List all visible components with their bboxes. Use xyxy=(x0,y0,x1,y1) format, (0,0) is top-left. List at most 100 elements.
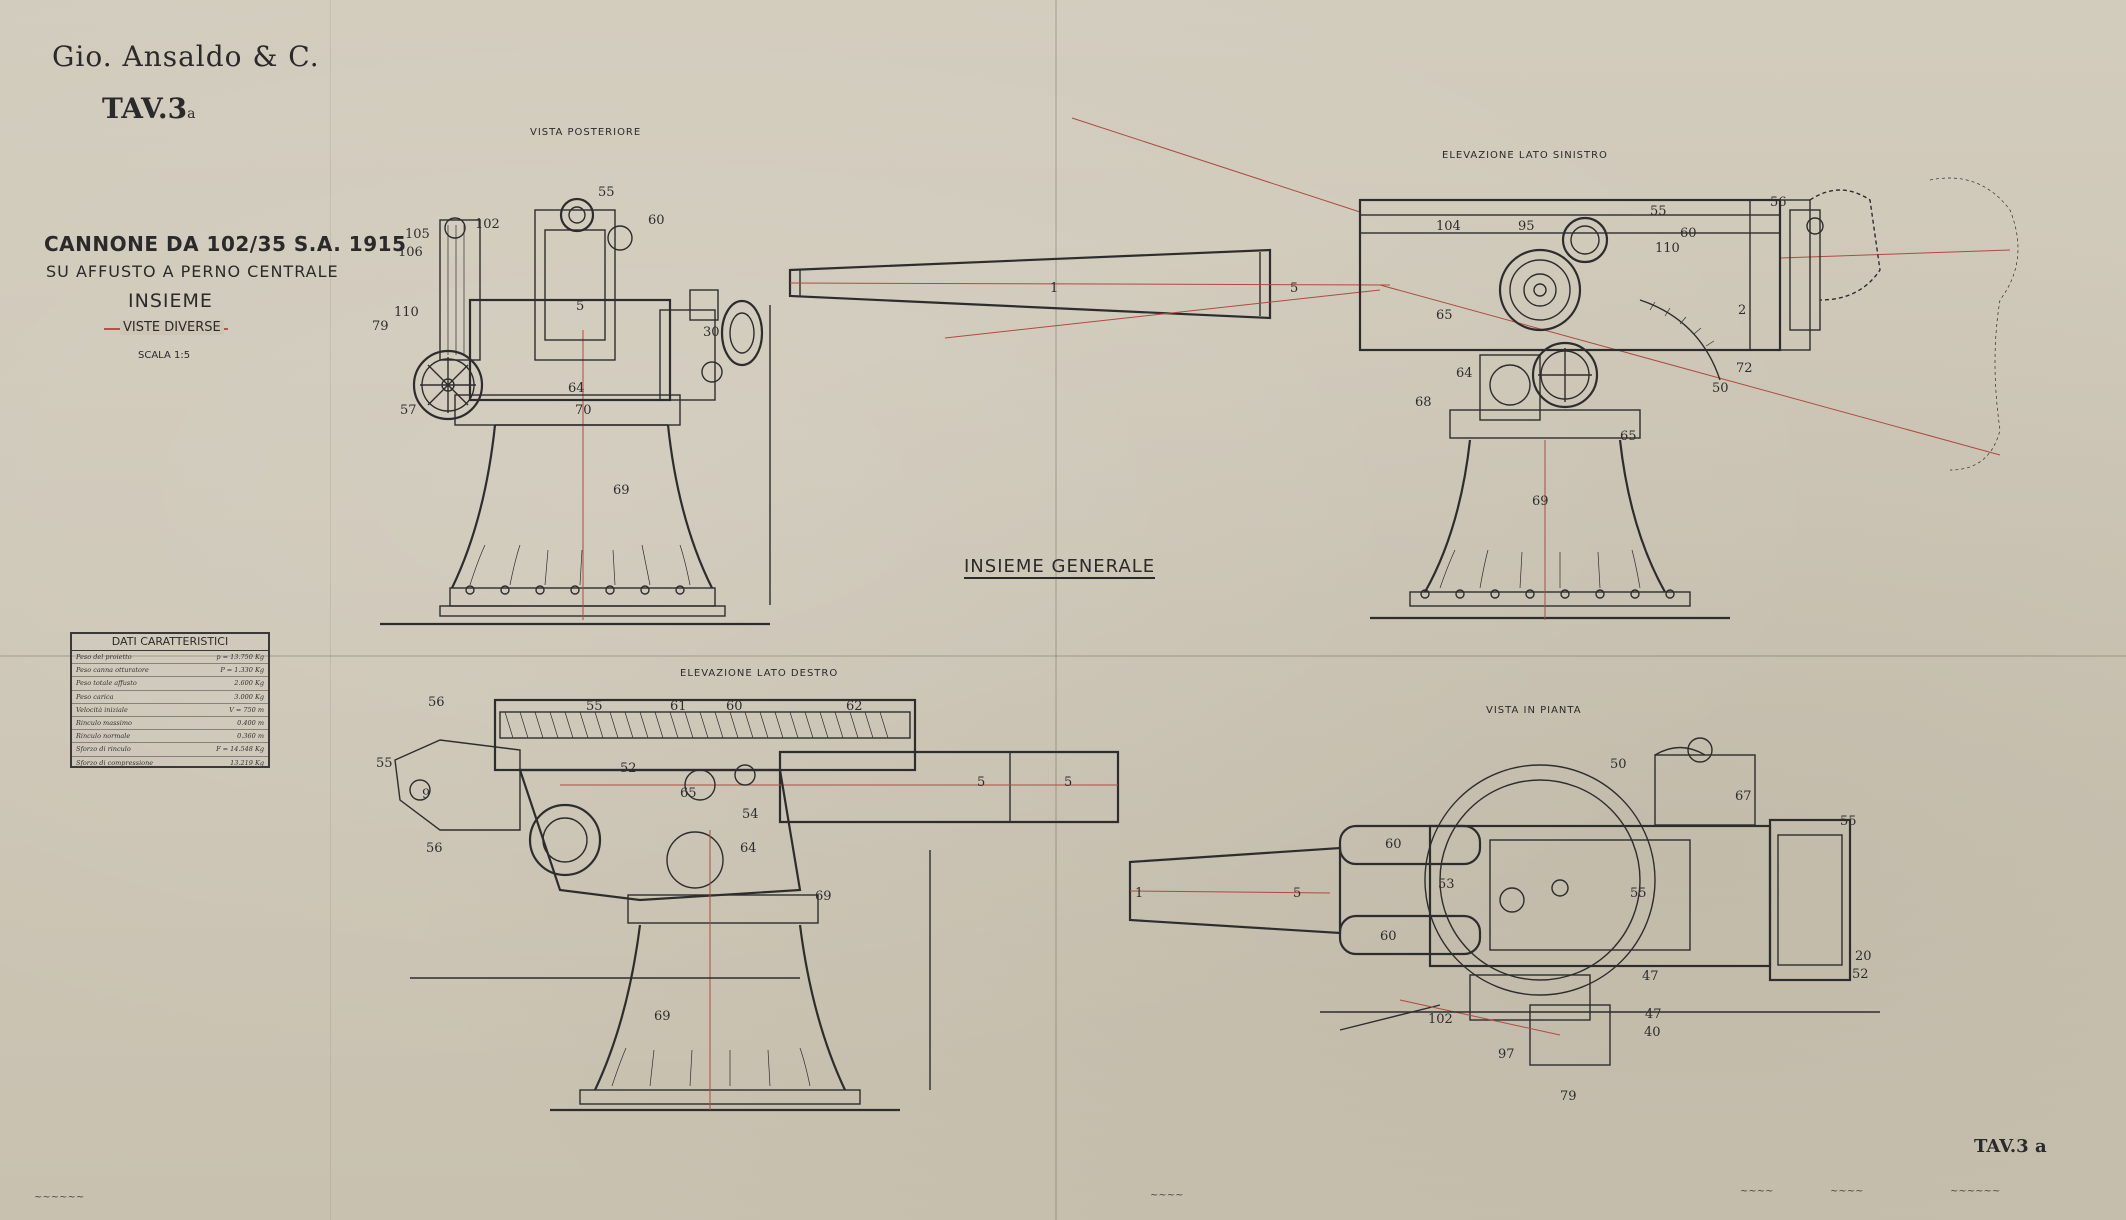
part-number: 60 xyxy=(648,213,665,228)
part-number: 20 xyxy=(1855,949,1872,964)
base-bolts xyxy=(465,585,685,595)
part-number: 65 xyxy=(1436,308,1453,323)
part-number: 40 xyxy=(1644,1025,1661,1040)
handwritten-annotation: ~~~~~~ xyxy=(34,1192,85,1203)
part-number: 60 xyxy=(726,699,743,714)
part-number: 5 xyxy=(977,775,985,790)
part-number: 52 xyxy=(1852,967,1869,982)
base-bolts xyxy=(1420,589,1675,599)
part-number: 104 xyxy=(1436,219,1461,234)
fold-line-left xyxy=(330,0,331,1220)
left-elevation-drawing: 5 1 55 56 60 104 95 110 65 64 69 65 2 50… xyxy=(788,117,2019,620)
plate-number: TAV.3a xyxy=(102,92,196,125)
part-number: 2 xyxy=(1738,303,1746,318)
part-number: 105 xyxy=(405,227,430,242)
part-number: 60 xyxy=(1680,226,1697,241)
views-subtitle: VISTE DIVERSE xyxy=(120,320,224,335)
part-number: 79 xyxy=(1560,1089,1577,1104)
part-number: 56 xyxy=(426,841,443,856)
part-number: 68 xyxy=(1415,395,1432,410)
part-number: 69 xyxy=(815,889,832,904)
plate-number-bottom-right: TAV.3 a xyxy=(1974,1136,2047,1157)
part-number: 1 xyxy=(1135,886,1143,901)
part-number: 5 xyxy=(576,299,584,314)
rear-view-drawing: 105 106 102 55 60 79 110 30 5 64 70 69 5… xyxy=(372,185,771,626)
part-number: 47 xyxy=(1642,969,1659,984)
part-number: 69 xyxy=(613,483,630,498)
part-number: 102 xyxy=(1428,1012,1453,1027)
part-number: 65 xyxy=(1620,429,1637,444)
part-number: 110 xyxy=(394,305,419,320)
maker-title: Gio. Ansaldo & C. xyxy=(52,40,320,73)
part-number: 9 xyxy=(422,787,430,802)
part-number: 52 xyxy=(620,761,637,776)
part-number: 5 xyxy=(1293,886,1301,901)
part-number: 67 xyxy=(1735,789,1752,804)
general-assembly-title: INSIEME GENERALE xyxy=(964,556,1156,579)
part-number: 102 xyxy=(475,217,500,232)
part-number: 55 xyxy=(586,699,603,714)
part-number: 55 xyxy=(1840,814,1857,829)
view-title-right: ELEVAZIONE LATO DESTRO xyxy=(680,668,839,679)
part-number: 1 xyxy=(1050,281,1058,296)
plan-view-drawing: 1 5 60 60 55 53 50 67 55 20 52 47 47 40 … xyxy=(1128,737,1880,1104)
view-title-plan: VISTA IN PIANTA xyxy=(1486,705,1582,716)
part-number: 69 xyxy=(654,1009,671,1024)
part-number: 79 xyxy=(372,319,389,334)
part-number: 5 xyxy=(1064,775,1072,790)
part-number: 47 xyxy=(1645,1007,1662,1022)
part-number: 64 xyxy=(1456,366,1473,381)
view-title-rear: VISTA POSTERIORE xyxy=(530,127,642,138)
part-number: 53 xyxy=(1438,877,1455,892)
part-number: 55 xyxy=(1650,204,1667,219)
right-elevation-drawing: 55 61 60 62 56 55 9 56 52 65 54 64 69 69… xyxy=(376,695,1120,1112)
part-number: 60 xyxy=(1385,837,1402,852)
part-number: 95 xyxy=(1518,219,1535,234)
part-number: 110 xyxy=(1655,241,1680,256)
part-number: 62 xyxy=(846,699,863,714)
fold-line-horizontal xyxy=(0,655,2126,657)
part-number: 69 xyxy=(1532,494,1549,509)
part-number: 61 xyxy=(670,699,687,714)
part-number: 60 xyxy=(1380,929,1397,944)
handwritten-annotation: ~~~~ xyxy=(1150,1190,1184,1201)
part-number: 55 xyxy=(598,185,615,200)
fold-line-vertical xyxy=(1055,0,1057,1220)
part-number: 106 xyxy=(398,245,423,260)
part-number: 64 xyxy=(568,381,585,396)
gun-title: CANNONE DA 102/35 S.A. 1915 xyxy=(44,232,407,256)
part-number: 50 xyxy=(1610,757,1627,772)
mount-title: SU AFFUSTO A PERNO CENTRALE xyxy=(46,262,339,281)
part-number: 72 xyxy=(1736,361,1753,376)
part-number: 65 xyxy=(680,786,697,801)
assembly-title: INSIEME xyxy=(128,290,213,312)
scale-label: SCALA 1:5 xyxy=(138,350,191,361)
characteristics-table-title: DATI CARATTERISTICI xyxy=(72,634,268,651)
part-number: 70 xyxy=(575,403,592,418)
part-number: 54 xyxy=(742,807,759,822)
part-number: 57 xyxy=(400,403,417,418)
part-number: 97 xyxy=(1498,1047,1515,1062)
part-number: 55 xyxy=(376,756,393,771)
part-number: 50 xyxy=(1712,381,1729,396)
part-number: 56 xyxy=(1770,195,1787,210)
part-number: 5 xyxy=(1290,281,1298,296)
handwritten-signature: ~~~~ xyxy=(1830,1186,1864,1197)
part-number: 30 xyxy=(703,325,720,340)
part-number: 55 xyxy=(1630,886,1647,901)
handwritten-annotation: ~~~~ xyxy=(1740,1186,1774,1197)
handwritten-signature: ~~~~~~ xyxy=(1950,1186,2001,1197)
part-number: 56 xyxy=(428,695,445,710)
